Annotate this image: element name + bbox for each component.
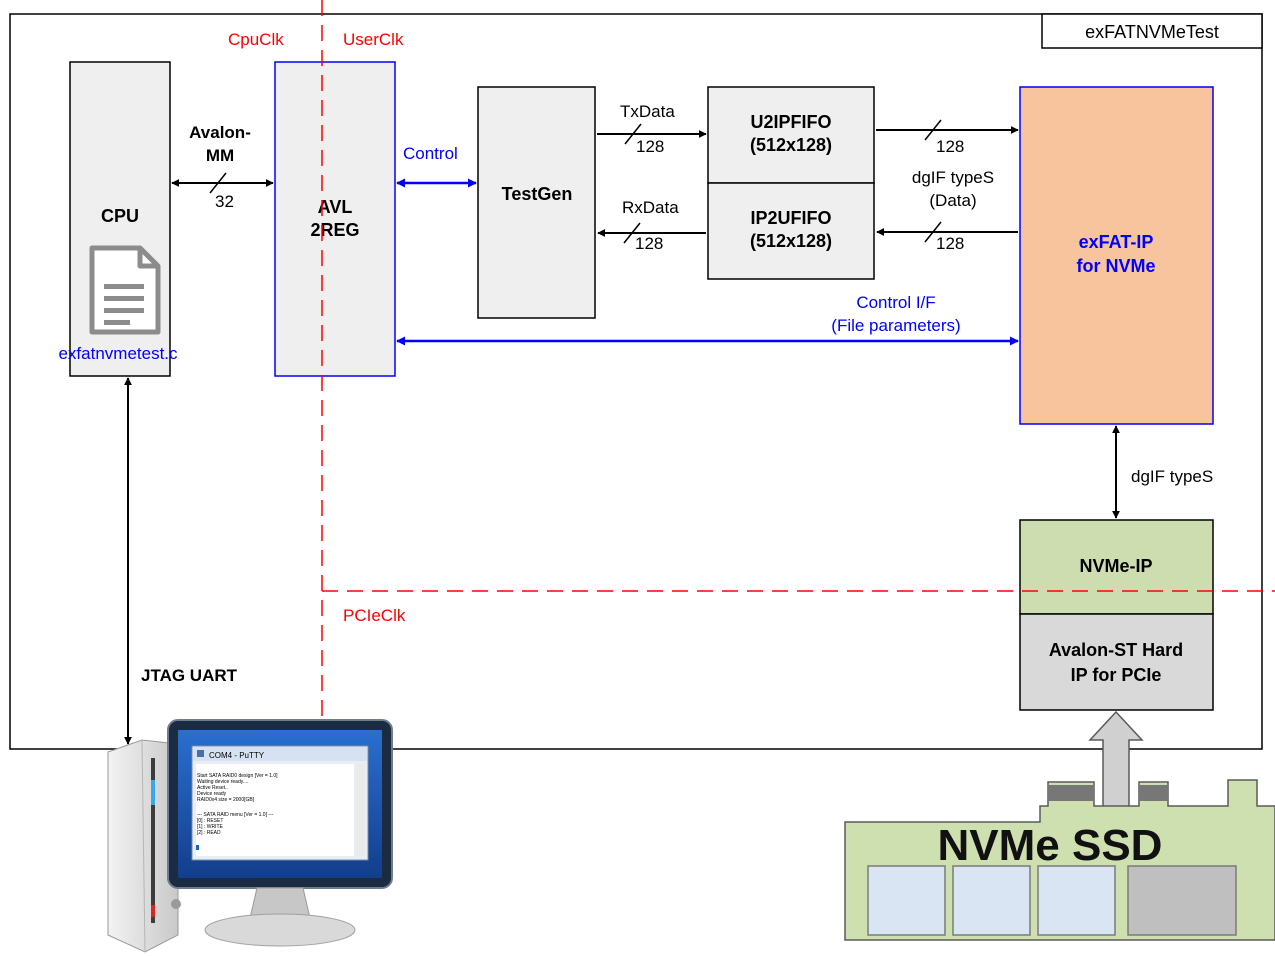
hard-ip-label-line1: Avalon-ST Hard xyxy=(1049,640,1183,660)
ip2u-in-bus-slash xyxy=(924,221,942,243)
exfat-ip-label-line1: exFAT-IP xyxy=(1079,232,1154,252)
cpu-source-file: exfatnvmetest.c xyxy=(58,344,178,363)
ip2ufifo-block xyxy=(707,182,875,280)
terminal-line: --- SATA RAID menu [Ver = 1.0] --- xyxy=(197,812,274,818)
terminal-line: [1] : WRITE xyxy=(197,824,224,830)
nvme-ssd-label: NVMe SSD xyxy=(938,821,1163,870)
cpu-label: CPU xyxy=(101,206,139,226)
rxdata-label: RxData xyxy=(622,198,679,217)
terminal-line: Start SATA RAID0 design [Ver = 1.0] xyxy=(197,773,278,779)
avl2reg-label-line2: 2REG xyxy=(310,220,359,240)
jtag-uart-label: JTAG UART xyxy=(141,666,238,685)
exfat-ip-label-line2: for NVMe xyxy=(1076,256,1155,276)
u2ip-out-bus-slash xyxy=(924,119,942,141)
testgen-label: TestGen xyxy=(502,184,573,204)
clock-label-cpu: CpuClk xyxy=(228,30,284,49)
clock-label-pcie: PCIeClk xyxy=(343,606,406,625)
u2ipfifo-label-line1: U2IPFIFO xyxy=(750,112,831,132)
control-if-label-line2: (File parameters) xyxy=(831,316,960,335)
hard-ip-block xyxy=(1019,613,1214,711)
terminal-line: [2] : READ xyxy=(197,830,221,836)
avalon-bus-slash xyxy=(209,172,227,194)
document-icon xyxy=(89,245,161,335)
nvme-ip-label: NVMe-IP xyxy=(1079,556,1152,576)
exfat-ip-block xyxy=(1019,86,1214,425)
terminal-line: Active Reset.. xyxy=(197,785,228,791)
u2ipfifo-label-line2: (512x128) xyxy=(750,135,832,155)
terminal-line: [0] : RESET xyxy=(197,818,223,824)
dgif-data-label-line1: dgIF typeS xyxy=(912,168,994,187)
top-label-box xyxy=(1041,13,1263,49)
control-if-label-line1: Control I/F xyxy=(856,293,935,312)
nvme-ip-block xyxy=(1019,519,1214,615)
txdata-bus-slash xyxy=(624,123,642,145)
ip2ufifo-label-line2: (512x128) xyxy=(750,231,832,251)
dgif-data-label-line2: (Data) xyxy=(929,191,976,210)
terminal-title: COM4 - PuTTY xyxy=(209,751,265,760)
top-label: exFATNVMeTest xyxy=(1085,22,1219,42)
u2ip-out-width: 128 xyxy=(936,137,964,156)
txdata-label: TxData xyxy=(620,102,675,121)
ip2ufifo-label-line1: IP2UFIFO xyxy=(750,208,831,228)
hard-ip-label-line2: IP for PCIe xyxy=(1071,665,1162,685)
avalon-label-line1: Avalon- xyxy=(189,123,251,142)
ip2u-in-width: 128 xyxy=(936,234,964,253)
terminal-line: Waiting device ready.... xyxy=(197,779,248,785)
avalon-label-line2: MM xyxy=(206,146,234,165)
terminal-line: Device ready xyxy=(197,791,227,797)
control-label: Control xyxy=(403,144,458,163)
pc-tower-icon xyxy=(107,739,181,953)
rxdata-width: 128 xyxy=(635,234,663,253)
rxdata-bus-slash xyxy=(623,222,641,244)
testgen-block xyxy=(477,86,596,319)
clock-label-user: UserClk xyxy=(343,30,404,49)
terminal-window: COM4 - PuTTY Start SATA RAID0 design [Ve… xyxy=(191,745,369,861)
terminal-line: RAID0x4 size = 2000[GB] xyxy=(197,797,255,803)
avl2reg-label-line1: AVL xyxy=(318,197,353,217)
txdata-width: 128 xyxy=(636,137,664,156)
avalon-width: 32 xyxy=(215,192,234,211)
dgif-typeS-label: dgIF typeS xyxy=(1131,467,1213,486)
u2ipfifo-block xyxy=(707,86,875,184)
nvme-ssd-card xyxy=(844,779,1275,941)
avl2reg-block xyxy=(274,61,396,377)
